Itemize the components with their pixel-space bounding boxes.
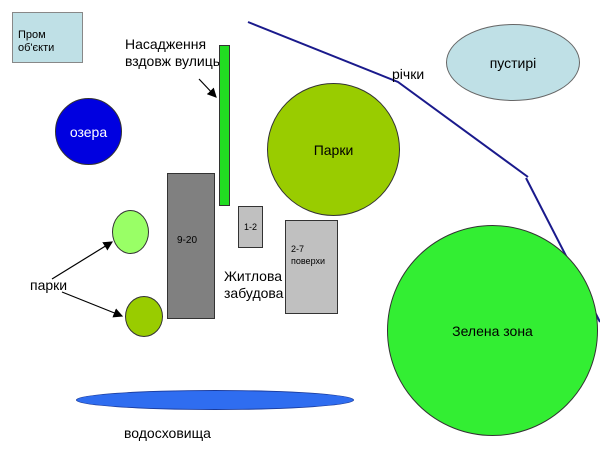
lakes-circle: озера <box>55 98 122 165</box>
housing-low-2: 2-7 поверхи <box>285 220 338 314</box>
arrow-street-greening <box>198 78 217 98</box>
industrial-objects-label: Пром об'єкти <box>18 29 55 54</box>
arrow-park-1 <box>51 241 114 280</box>
housing-low-2-label: 2-7 поверхи <box>291 244 325 266</box>
green-zone-circle: Зелена зона <box>387 225 598 436</box>
rivers-label: річки <box>392 66 425 82</box>
parks-small-label: парки <box>30 277 68 293</box>
housing-low-1-label: 1-2 <box>243 222 257 232</box>
housing-high-rise: 9-20 <box>167 173 215 319</box>
arrow-park-2 <box>61 291 124 318</box>
river-line <box>247 21 529 178</box>
parks-big-circle: Парки <box>267 83 400 216</box>
park-small-1 <box>112 210 149 254</box>
wasteland-label: пустирі <box>489 54 537 71</box>
street-greening-strip <box>219 45 230 206</box>
housing-high-rise-label: 9-20 <box>177 235 198 246</box>
housing-label: Житлова забудова <box>224 268 284 301</box>
reservoir-ellipse <box>76 390 354 410</box>
green-zone-label: Зелена зона <box>452 322 533 339</box>
street-greening-label: Насадження вздовж вулиць <box>125 36 221 69</box>
industrial-objects-box: Пром об'єкти <box>12 12 83 63</box>
parks-big-label: Парки <box>313 141 354 158</box>
reservoirs-label: водосховища <box>124 425 211 441</box>
wasteland-ellipse: пустирі <box>446 24 580 101</box>
lakes-label: озера <box>69 123 108 140</box>
park-small-2 <box>125 296 163 337</box>
housing-low-1: 1-2 <box>238 206 263 248</box>
